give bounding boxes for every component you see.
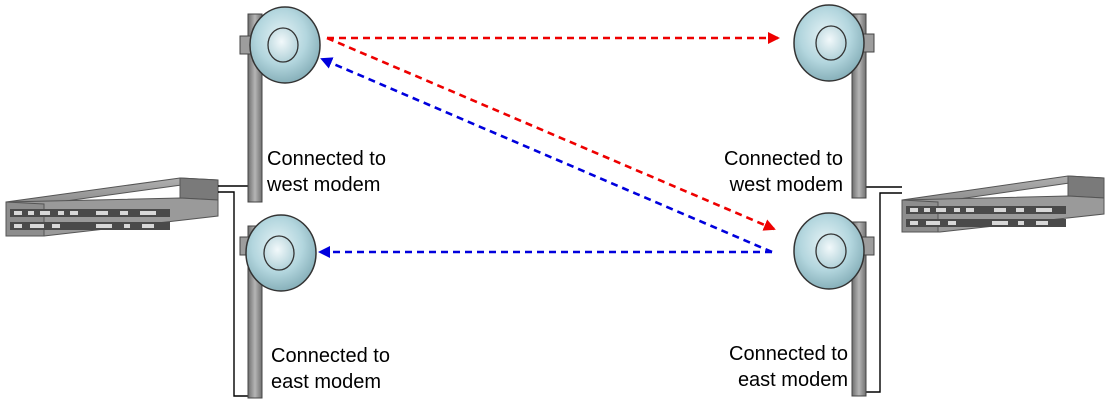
right-modem-chassis [901, 175, 1105, 233]
left-top-antenna [239, 6, 321, 84]
label-left-top-line2: west modem [267, 174, 381, 196]
label-right-top-line2: west modem [729, 174, 843, 196]
label-right-top-line1: Connected to [724, 148, 843, 170]
left-bottom-antenna [239, 214, 317, 292]
label-left-bottom: Connected to east modem [271, 343, 390, 395]
label-left-bottom-line2: east modem [271, 371, 382, 393]
label-right-bottom-line1: Connected to [729, 343, 848, 365]
radio-links [318, 32, 780, 258]
right-bottom-antenna [793, 212, 875, 290]
label-right-bottom-line2: east modem [737, 369, 848, 391]
label-right-bottom: Connected to east modem [693, 341, 848, 393]
left-modem-chassis [5, 177, 219, 237]
label-right-top: Connected to west modem [693, 146, 843, 198]
label-left-top: Connected to west modem [267, 146, 386, 198]
label-left-bottom-line1: Connected to [271, 345, 390, 367]
link-blue-diagonal [320, 57, 773, 254]
link-red-diagonal [326, 36, 776, 231]
right-top-antenna [793, 4, 875, 82]
cables [218, 185, 902, 397]
label-left-top-line1: Connected to [267, 148, 386, 170]
